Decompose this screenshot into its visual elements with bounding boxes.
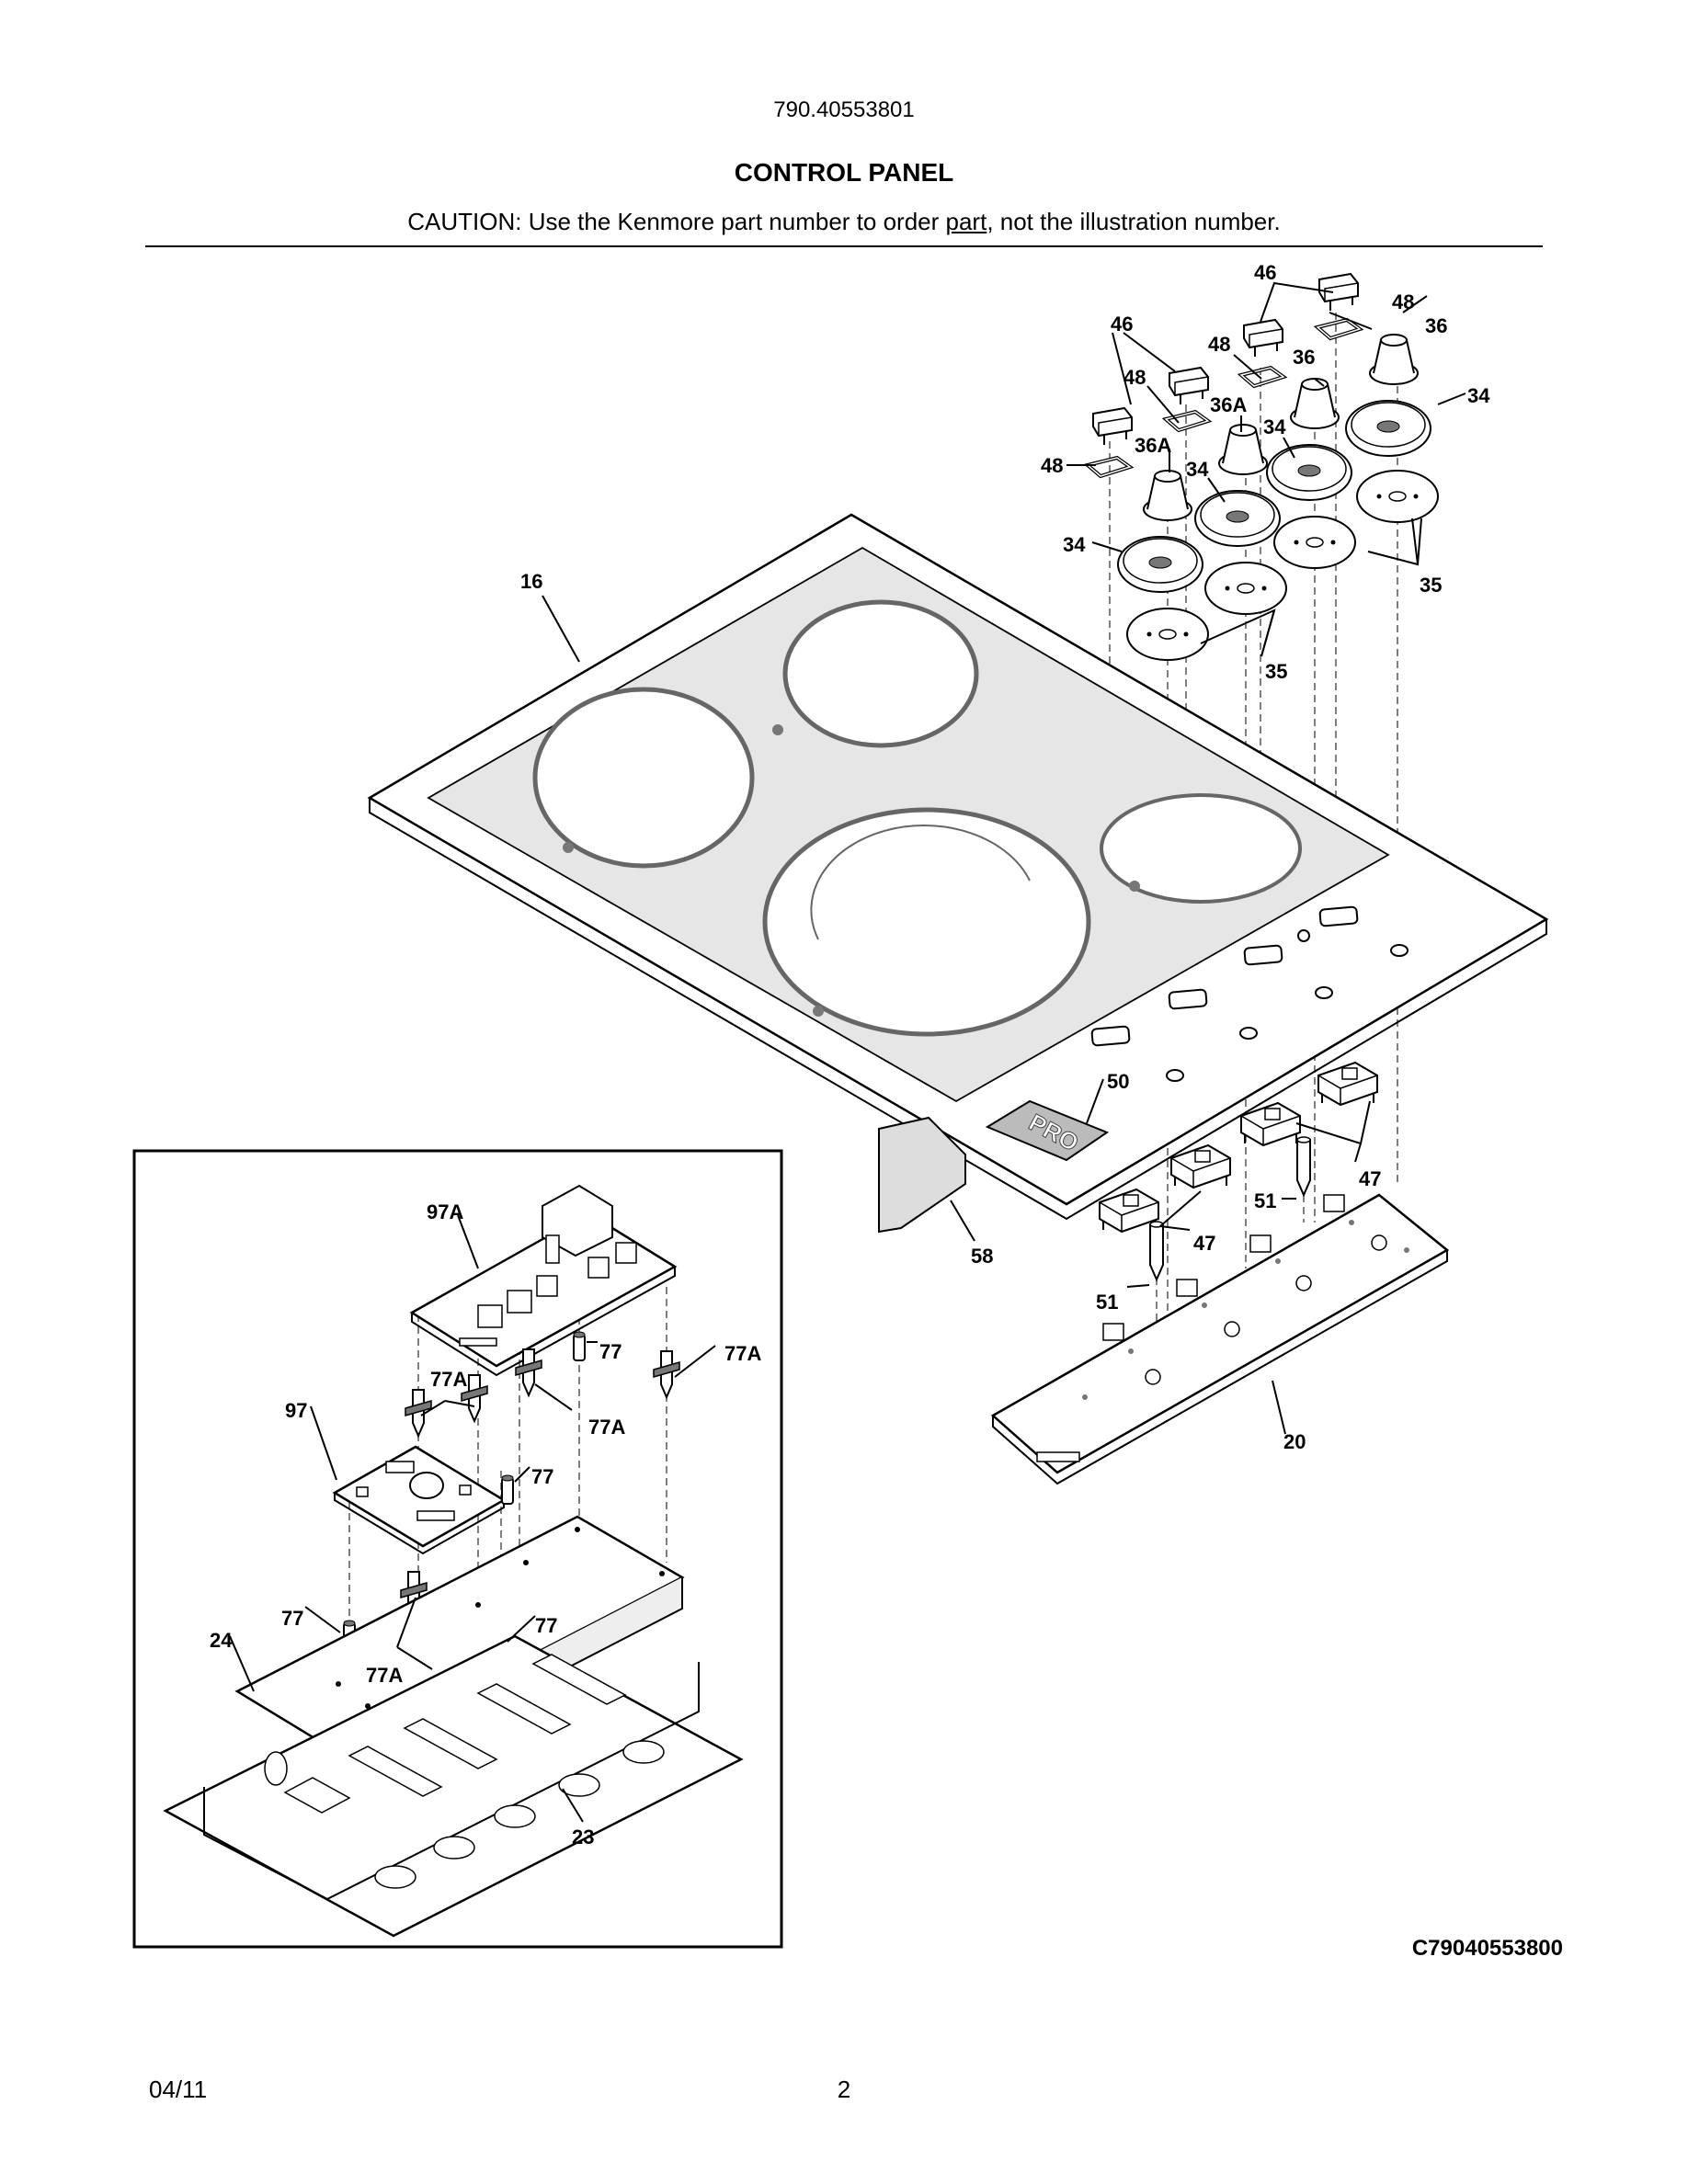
control-board-20 <box>990 1193 1450 1485</box>
bracket-58 <box>878 1116 966 1234</box>
section-title: CONTROL PANEL <box>734 158 954 187</box>
callout-34: 34 <box>1063 533 1086 556</box>
power-board-97A <box>409 1184 678 1377</box>
callout-77A: 77A <box>724 1342 761 1365</box>
callout-50: 50 <box>1107 1070 1129 1093</box>
leader-lines <box>229 281 1466 1823</box>
callout-23: 23 <box>572 1826 594 1848</box>
callout-46: 46 <box>1254 261 1276 284</box>
callout-labels: 46 46 48 48 48 48 36 36 36A 36A 34 34 34… <box>210 261 1490 1848</box>
callout-20: 20 <box>1283 1430 1306 1453</box>
callout-47: 47 <box>1193 1232 1215 1255</box>
footer-date: 04/11 <box>149 2076 208 2103</box>
caution-note: CAUTION: Use the Kenmore part number to … <box>0 208 1688 236</box>
callout-35: 35 <box>1265 660 1287 683</box>
inset-frame <box>132 1149 783 1949</box>
callout-47: 47 <box>1359 1167 1381 1190</box>
callout-48: 48 <box>1041 454 1063 477</box>
caution-underlined-word: part <box>945 208 987 235</box>
callout-24: 24 <box>210 1629 233 1652</box>
callout-51: 51 <box>1254 1189 1276 1212</box>
callout-77A: 77A <box>430 1368 467 1391</box>
header-rule <box>145 245 1543 247</box>
callout-36: 36 <box>1293 346 1315 369</box>
callout-77: 77 <box>599 1340 622 1363</box>
callout-36A: 36A <box>1210 393 1247 416</box>
callout-48: 48 <box>1123 366 1146 389</box>
callout-77A: 77A <box>366 1664 403 1687</box>
page-number: 2 <box>837 2076 851 2103</box>
callout-51: 51 <box>1096 1291 1118 1314</box>
callout-16: 16 <box>520 570 542 593</box>
drawing-code: C79040553800 <box>1411 1936 1563 1961</box>
callout-97: 97 <box>285 1399 307 1422</box>
callout-34: 34 <box>1186 458 1209 481</box>
callout-48: 48 <box>1208 333 1230 356</box>
cooktop-glass-panel: PRO <box>367 513 1549 1221</box>
callout-97A: 97A <box>427 1200 463 1223</box>
callout-58: 58 <box>971 1245 993 1268</box>
caution-prefix: CAUTION: Use the Kenmore part number to … <box>407 208 946 235</box>
callout-77: 77 <box>535 1614 557 1637</box>
callout-77A: 77A <box>588 1416 625 1439</box>
callout-77: 77 <box>531 1465 553 1488</box>
callout-35: 35 <box>1420 574 1442 597</box>
control-board-97 <box>332 1445 507 1555</box>
knob-assemblies <box>1086 273 1439 661</box>
callout-36A: 36A <box>1135 434 1171 457</box>
callout-77: 77 <box>281 1607 303 1630</box>
enclosure-24-23 <box>163 1515 744 1938</box>
callout-34: 34 <box>1263 415 1286 438</box>
caution-suffix: , not the illustration number. <box>987 208 1281 235</box>
callout-34: 34 <box>1467 384 1490 407</box>
callout-48: 48 <box>1392 290 1414 313</box>
model-number: 790.40553801 <box>773 97 915 122</box>
callout-46: 46 <box>1111 313 1133 336</box>
callout-36: 36 <box>1425 314 1447 337</box>
